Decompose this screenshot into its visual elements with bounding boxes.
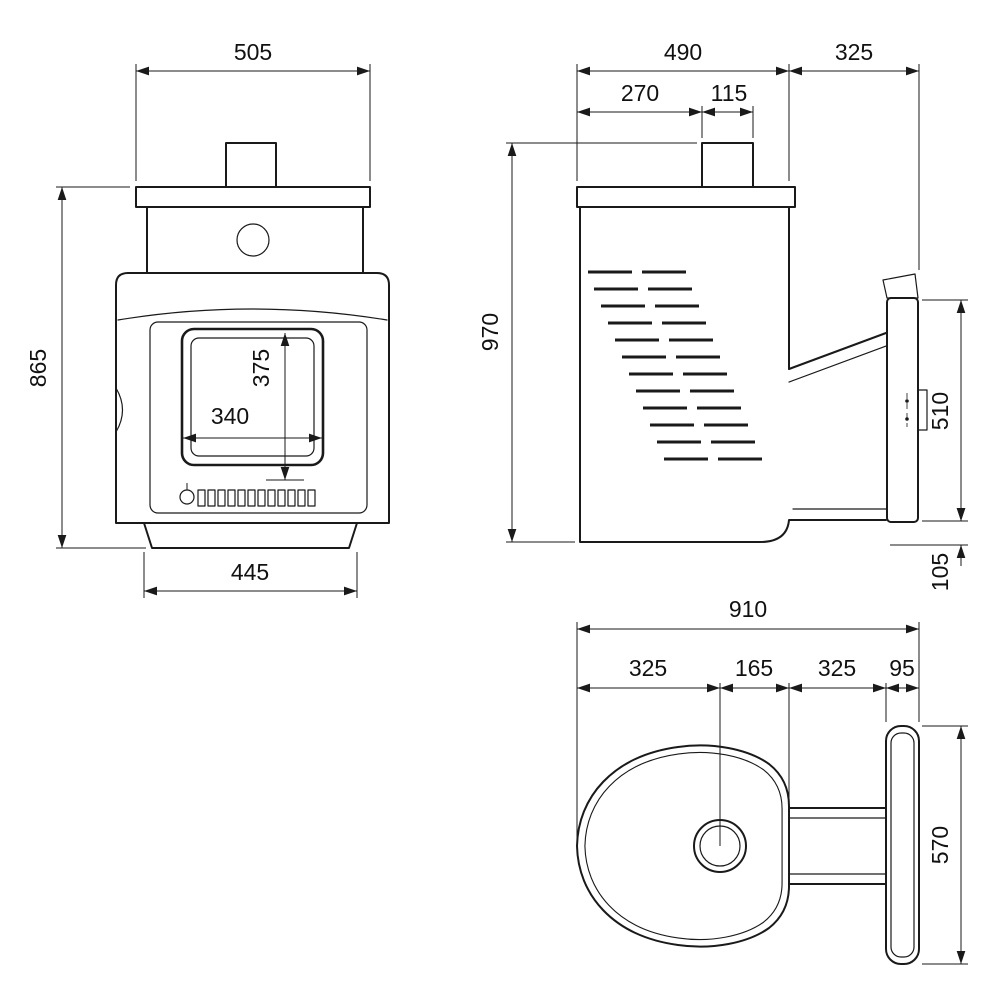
dimension-side-overall-height: 970 (477, 142, 697, 543)
front-top-width-label: 505 (234, 39, 272, 65)
front-lower-body (115, 272, 390, 524)
dimension-front-base-width: 445 (143, 552, 358, 598)
top-front-to-chimney-label: 325 (629, 655, 667, 681)
side-view: 490 325 270 115 970 510 (477, 39, 968, 591)
front-lid-curve (117, 308, 388, 321)
front-base (143, 522, 358, 549)
dimension-top-segments: 325 165 325 95 (577, 655, 919, 846)
side-louver-vents (588, 270, 762, 461)
top-body-inner-outline (584, 751, 783, 941)
dimension-side-chimney-offset: 270 (577, 80, 703, 138)
side-chimney-width-label: 115 (711, 80, 748, 106)
front-base-width-label: 445 (231, 559, 269, 585)
side-chimney-offset-label: 270 (621, 80, 659, 106)
front-upper-body (146, 206, 364, 274)
dimension-front-window-height: 375 (248, 333, 304, 481)
side-ribbed-band (576, 186, 796, 208)
side-flange-hole-bottom (905, 417, 909, 421)
front-window-width-label: 340 (211, 403, 249, 429)
front-chimney-stub (225, 142, 277, 188)
dimension-side-flange-height: 510 (922, 299, 968, 522)
side-tunnel-depth-label: 325 (835, 39, 873, 65)
front-ribbed-band (135, 186, 371, 208)
top-flange-thickness-label: 95 (889, 655, 915, 681)
side-flange-latch (917, 389, 928, 431)
dimension-front-top-width: 505 (135, 39, 371, 181)
top-chimney-to-body-edge-label: 165 (735, 655, 773, 681)
front-door-lock (179, 489, 195, 505)
side-flange-height-label: 510 (927, 392, 953, 430)
front-hinge-bump (115, 387, 124, 433)
dimension-front-window-width: 340 (183, 403, 322, 443)
side-overall-height-label: 970 (477, 313, 503, 351)
dimension-side-flange-bottom-gap: 105 (890, 500, 968, 591)
top-tunnel-length-label: 325 (818, 655, 856, 681)
front-door-window-frame (180, 327, 325, 467)
side-tunnel-top-inner (788, 345, 887, 383)
side-flange-hole-top (905, 399, 909, 403)
dimension-top-flange-width: 570 (922, 725, 968, 965)
top-view: 910 325 165 325 95 570 (576, 596, 968, 965)
dimension-side-overall-depth: 490 (576, 39, 790, 181)
front-window-height-label: 375 (248, 349, 274, 387)
top-flange-inner (890, 732, 915, 958)
side-flange-bottom-gap-label: 105 (927, 553, 953, 591)
side-body-left-bottom (579, 206, 887, 543)
side-tunnel-top (788, 332, 887, 370)
front-overall-height-label: 865 (25, 349, 51, 387)
dimension-top-overall-depth: 910 (576, 596, 920, 838)
dimension-front-overall-height: 865 (25, 186, 146, 549)
front-valve-knob (236, 223, 270, 257)
front-vent-slots (197, 489, 316, 507)
dimension-side-tunnel-depth: 325 (789, 39, 920, 270)
front-door (149, 321, 368, 514)
dimension-side-chimney-width: 115 (702, 80, 754, 138)
top-flange-outline (885, 725, 920, 965)
side-chimney-stub (701, 142, 754, 188)
front-door-glass (190, 337, 315, 457)
top-overall-depth-label: 910 (729, 596, 767, 622)
top-flange-width-label: 570 (927, 826, 953, 864)
side-mounting-flange (886, 297, 919, 523)
front-view: 505 865 445 340 375 (25, 39, 390, 598)
top-body-outline (576, 744, 790, 948)
side-overall-depth-label: 490 (664, 39, 702, 65)
side-flange-top-cap (882, 273, 919, 299)
